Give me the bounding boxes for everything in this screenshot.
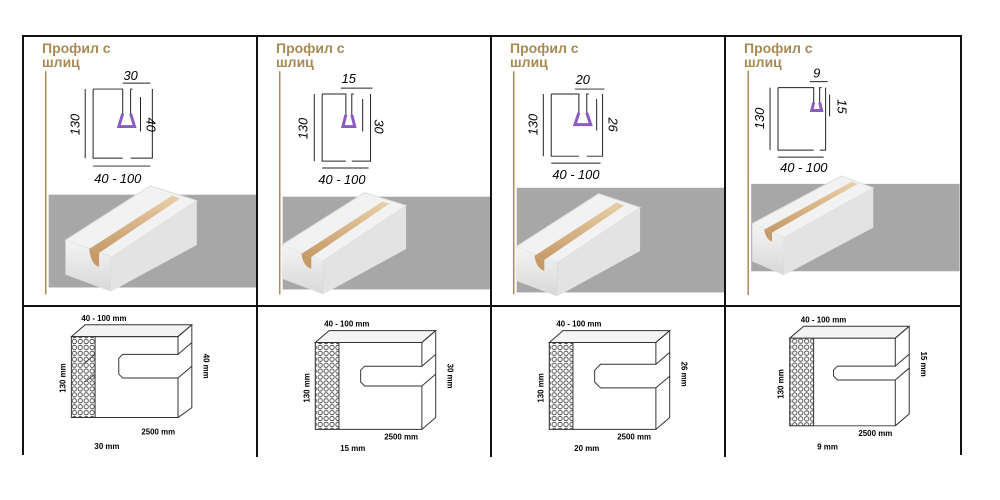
slot-width-label: 15	[342, 71, 357, 86]
drawing-length-label: 2500 mm	[617, 432, 651, 441]
drawing-length-label: 2500 mm	[141, 427, 175, 436]
slot-depth-label: 40	[143, 117, 158, 132]
tech-drawing-4: 40 - 100 mm 15 mm 130 mm 2500 mm 9 mm	[777, 315, 928, 452]
profile-table: Профил с шлиц 30 40 130 40 - 100	[22, 35, 962, 457]
width-label: 40 - 100	[780, 160, 828, 175]
drawing-slot-label: 9 mm	[817, 443, 838, 452]
drawing-depth-label: 15 mm	[919, 351, 928, 376]
drawing-width-label: 40 - 100 mm	[81, 314, 126, 323]
drawing-slot-label: 15 mm	[340, 444, 365, 453]
profile-heading: Профил с шлиц	[276, 40, 345, 70]
slot-width-label: 30	[123, 68, 138, 83]
profile-heading: Профил с шлиц	[42, 40, 111, 70]
profile-cell-1: Профил с шлиц 30 40 130 40 - 100	[24, 37, 258, 307]
height-label: 130	[752, 107, 767, 129]
foam-block-3d	[514, 193, 642, 297]
drawing-width-label: 40 - 100 mm	[556, 320, 601, 329]
drawing-height-label: 130 mm	[777, 369, 786, 399]
profile-cell-3: Профил с шлиц 20 26 130 40 - 100	[492, 37, 726, 307]
slot-width-label: 20	[575, 72, 591, 87]
drawing-cell-1: 40 - 100 mm 40 mm 130 mm 2500 mm 30 mm	[24, 307, 258, 457]
drawing-width-label: 40 - 100 mm	[324, 320, 369, 329]
drawing-depth-label: 26 mm	[680, 362, 689, 387]
profile-cell-2: Профил с шлиц 15 30 130 40 - 100	[258, 37, 492, 307]
drawing-slot-label: 20 mm	[574, 444, 599, 453]
height-label: 130	[67, 113, 82, 135]
slot-depth-label: 15	[835, 99, 850, 114]
foam-block-3d	[751, 175, 875, 276]
profile-diagram-1: 30 40 130 40 - 100	[44, 68, 256, 295]
tech-drawing-2: 40 - 100 mm 30 mm 130 mm 2500 mm 15 mm	[302, 320, 455, 453]
height-label: 130	[525, 113, 540, 135]
tech-drawing-1: 40 - 100 mm 40 mm 130 mm 2500 mm 30 mm	[58, 314, 211, 451]
drawing-height-label: 130 mm	[536, 373, 545, 402]
foam-block-3d	[64, 185, 198, 292]
height-label: 130	[295, 117, 310, 139]
foam-block-3d	[280, 192, 408, 295]
drawing-cell-2: 40 - 100 mm 30 mm 130 mm 2500 mm 15 mm	[258, 307, 492, 457]
drawing-slot-label: 30 mm	[94, 442, 119, 451]
tech-drawing-3: 40 - 100 mm 26 mm 130 mm 2500 mm 20 mm	[536, 320, 689, 453]
drawing-length-label: 2500 mm	[858, 429, 892, 438]
drawing-cell-4: 40 - 100 mm 15 mm 130 mm 2500 mm 9 mm	[726, 307, 960, 457]
width-label: 40 - 100	[94, 171, 142, 186]
drawing-depth-label: 40 mm	[202, 354, 211, 379]
profile-diagram-2: 15 30 130 40 - 100	[278, 71, 490, 295]
drawing-length-label: 2500 mm	[384, 432, 418, 441]
slot-width-label: 9	[813, 66, 820, 81]
profile-diagram-3: 20 26 130 40 - 100	[512, 71, 724, 297]
width-label: 40 - 100	[552, 167, 600, 182]
slot-depth-label: 26	[605, 116, 620, 132]
width-label: 40 - 100	[318, 172, 366, 187]
drawing-height-label: 130 mm	[302, 373, 311, 402]
drawing-height-label: 130 mm	[58, 363, 67, 392]
drawing-width-label: 40 - 100 mm	[801, 315, 847, 324]
slot-depth-label: 30	[371, 119, 386, 134]
profile-heading: Профил с шлиц	[744, 40, 813, 70]
profile-diagram-4: 9 15 130 40 - 100	[747, 66, 960, 296]
profile-cell-4: Профил с шлиц 9 15 130 40 - 100	[726, 37, 960, 307]
profile-heading: Профил с шлиц	[510, 40, 579, 70]
drawing-cell-3: 40 - 100 mm 26 mm 130 mm 2500 mm 20 mm	[492, 307, 726, 457]
drawing-depth-label: 30 mm	[446, 364, 455, 389]
